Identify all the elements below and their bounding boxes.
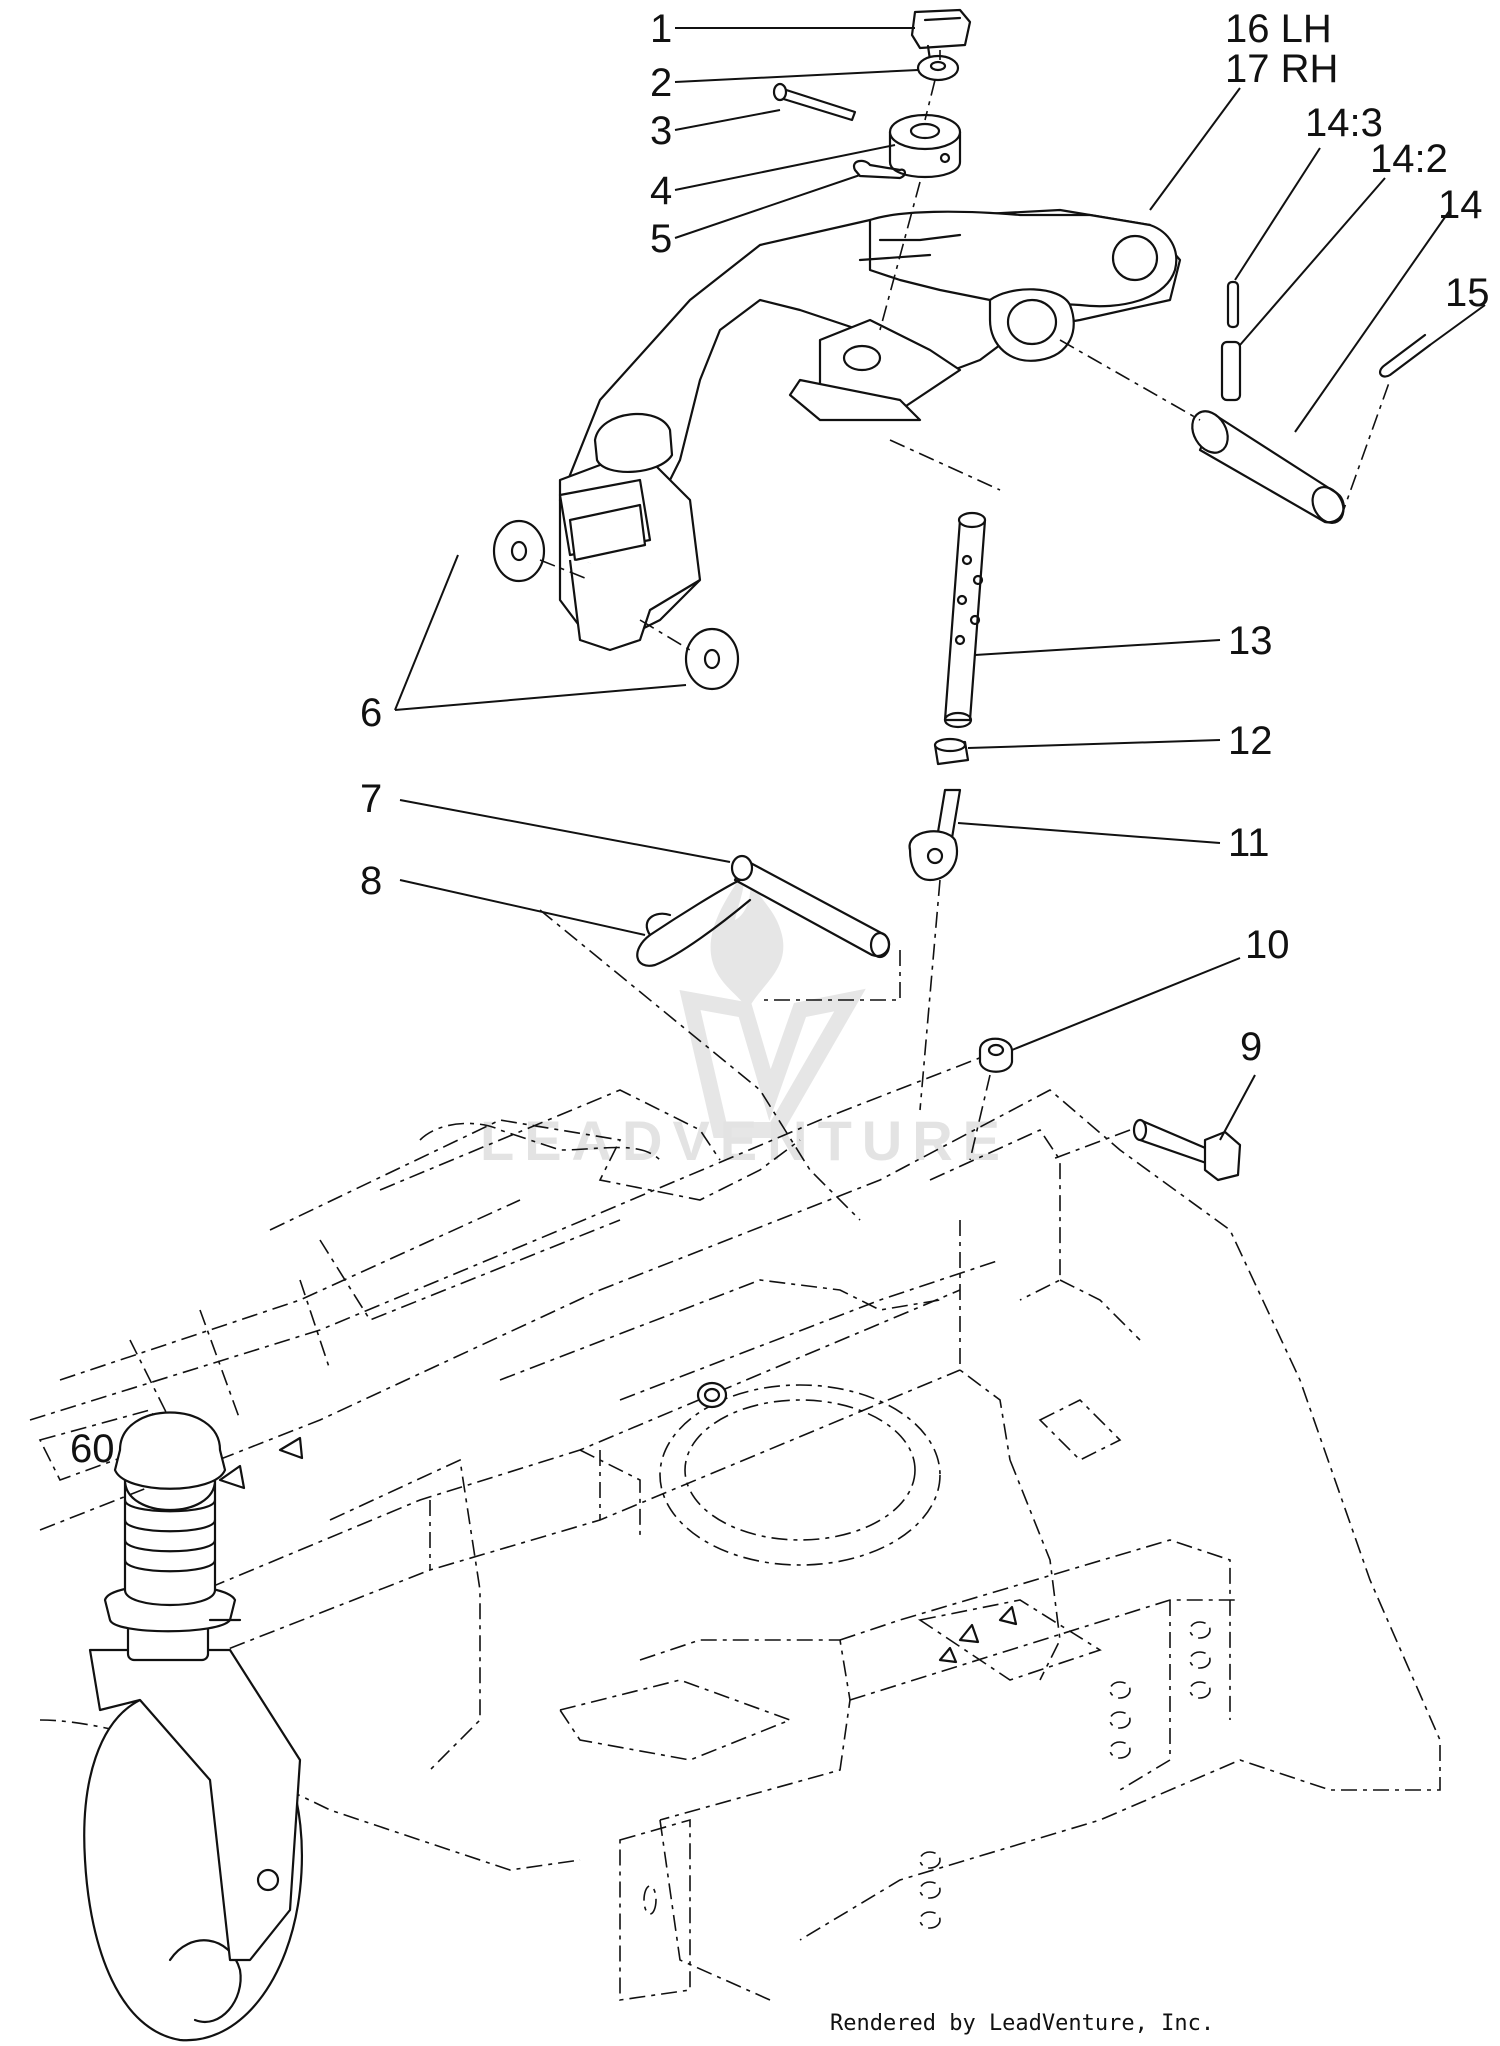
part-5-clip <box>852 159 906 180</box>
mower-deck-assembly: 60 <box>29 1049 1441 2001</box>
callout-11: 11 <box>1228 821 1270 865</box>
caster-wheel <box>83 1411 304 2042</box>
part-7-pin <box>730 854 891 959</box>
part-14-2-sleeve <box>1220 340 1242 402</box>
leader-lines <box>394 27 1486 1141</box>
part-10-nut <box>978 1037 1014 1073</box>
lift-arm <box>558 208 1182 652</box>
callout-16-lh: 16 LH <box>1225 7 1332 51</box>
flame-logo-icon <box>679 870 866 1138</box>
part-4-collar <box>888 113 962 178</box>
part-6-washers <box>492 519 740 691</box>
part-13-tube <box>943 511 987 729</box>
part-11-rod-end <box>908 788 962 882</box>
callout-5: 5 <box>650 217 672 261</box>
part-14-3-pin <box>1226 280 1240 329</box>
callout-15: 15 <box>1445 271 1490 315</box>
callout-9: 9 <box>1240 1025 1262 1069</box>
callout-3: 3 <box>650 109 672 153</box>
leadventure-watermark: LEADVENTURE <box>480 870 1010 1172</box>
part-9-bolt <box>1132 1118 1242 1182</box>
callout-labels: 1 2 3 4 5 6 7 8 9 10 11 12 13 14 14:2 14… <box>360 7 1490 1069</box>
callout-4: 4 <box>650 169 672 213</box>
part-2-washer <box>916 54 960 82</box>
callout-12: 12 <box>1228 719 1273 763</box>
callout-14-3: 14:3 <box>1305 101 1383 145</box>
part-14-pivot-pin <box>1191 410 1345 524</box>
part-8-hairpin <box>636 878 752 967</box>
callout-1: 1 <box>650 7 672 51</box>
watermark-text: LEADVENTURE <box>480 1109 1010 1172</box>
callout-17-rh: 17 RH <box>1225 47 1338 91</box>
skirt-holes <box>919 1621 1211 1929</box>
callout-2: 2 <box>650 61 672 105</box>
part-1-bolt <box>910 8 972 62</box>
part-3-pin <box>772 82 857 122</box>
callout-7: 7 <box>360 777 382 821</box>
render-credit: Rendered by LeadVenture, Inc. <box>830 2011 1214 2036</box>
callout-14-2: 14:2 <box>1370 137 1448 181</box>
deck-size-mark: 60 <box>70 1427 115 1471</box>
part-12-nut <box>933 737 970 766</box>
callout-6: 6 <box>360 691 382 735</box>
part-15-cotter-pin <box>1378 333 1432 378</box>
callout-10: 10 <box>1245 923 1290 967</box>
callout-8: 8 <box>360 859 382 903</box>
callout-13: 13 <box>1228 619 1273 663</box>
callout-14: 14 <box>1438 183 1483 227</box>
